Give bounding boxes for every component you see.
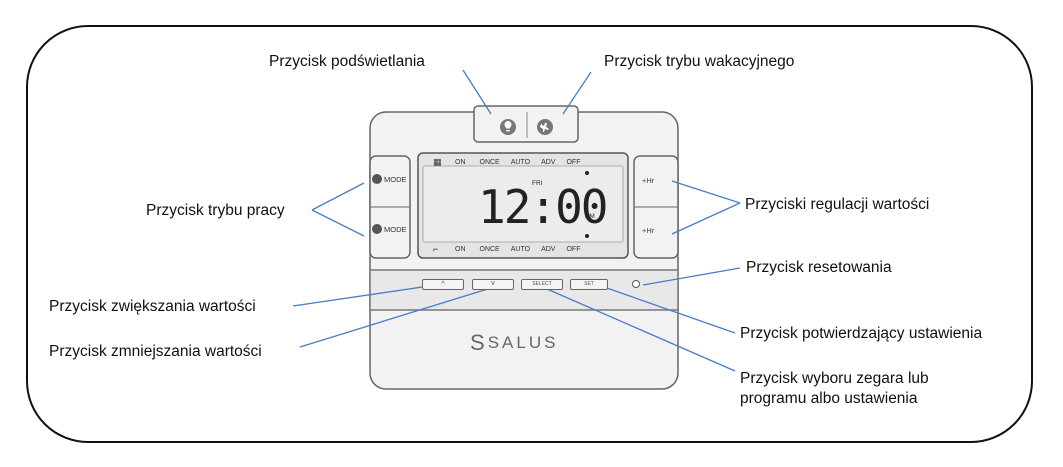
callout-select: Przycisk wyboru zegara lub programu albo… — [740, 369, 929, 409]
tap-icon — [372, 224, 382, 234]
lcd-bottom-mode: ADV — [541, 245, 556, 253]
callout-backlight: Przycisk podświetlania — [269, 53, 425, 70]
lcd-bottom-row: ⌐ ON ONCE AUTO ADV OFF — [433, 243, 618, 255]
plus-hr-button-bottom[interactable]: +Hr — [642, 226, 655, 235]
decrease-button[interactable]: v — [472, 279, 514, 290]
callout-reset: Przycisk resetowania — [746, 259, 892, 276]
select-button[interactable]: SELECT — [521, 279, 563, 290]
radiator-icon — [372, 174, 382, 184]
lcd-top-row: ▦ ON ONCE AUTO ADV OFF — [433, 156, 618, 168]
backlight-button[interactable] — [500, 119, 516, 135]
callout-adjust: Przyciski regulacji wartości — [745, 196, 930, 213]
lcd-top-mode: ADV — [541, 158, 556, 166]
holiday-button[interactable] — [537, 119, 553, 135]
callout-increase: Przycisk zwiększania wartości — [49, 298, 256, 315]
bulb-icon — [504, 121, 512, 132]
button-strip — [369, 269, 679, 311]
reset-button[interactable] — [632, 280, 640, 288]
plus-hr-button-top[interactable]: +Hr — [642, 176, 655, 185]
lcd-top-mode: AUTO — [510, 158, 531, 166]
brand-logo: S SALUS — [470, 332, 558, 354]
set-button[interactable]: SET — [570, 279, 608, 290]
callout-confirm: Przycisk potwierdzający ustawienia — [740, 325, 983, 342]
callout-select-line1: Przycisk wyboru zegara lub — [740, 370, 929, 387]
top-button-housing — [473, 105, 579, 143]
hot-water-mode-button[interactable]: MODE — [372, 222, 410, 236]
lcd-dot — [585, 234, 589, 238]
set-label: SET — [584, 281, 594, 287]
callout-holiday: Przycisk trybu wakacyjnego — [604, 53, 795, 70]
mode-label: MODE — [384, 174, 407, 184]
increase-button[interactable]: ^ — [422, 279, 464, 290]
lcd-bottom-mode: AUTO — [510, 245, 531, 253]
callout-decrease: Przycisk zmniejszania wartości — [49, 343, 262, 360]
hot-water-icon: ⌐ — [433, 244, 439, 254]
lcd-bottom-mode: OFF — [566, 245, 581, 253]
lcd-top-mode: ONCE — [479, 158, 500, 166]
select-label: SELECT — [532, 281, 552, 287]
brand-name: SALUS — [487, 333, 559, 352]
lcd-top-mode: ON — [455, 158, 466, 166]
down-arrow-icon: v — [491, 280, 495, 287]
mode-label: MODE — [384, 224, 407, 234]
lcd-top-mode: OFF — [566, 158, 581, 166]
heating-mode-button[interactable]: MODE — [372, 172, 410, 186]
diagram-frame — [26, 25, 1033, 443]
lcd-time: 12:00 — [478, 180, 608, 234]
up-arrow-icon: ^ — [441, 281, 445, 288]
callout-mode: Przycisk trybu pracy — [146, 202, 285, 219]
leader-lines — [292, 69, 741, 372]
lcd-day: FRI — [532, 180, 543, 187]
heating-icon: ▦ — [433, 156, 442, 167]
airplane-icon — [540, 123, 549, 132]
lcd-bottom-mode: ON — [455, 245, 466, 253]
lcd-dot — [585, 171, 589, 175]
lcd-bottom-mode: ONCE — [479, 245, 500, 253]
callout-select-line2: programu albo ustawienia — [740, 390, 918, 407]
salus-swirl-icon: S — [470, 330, 485, 355]
lcd-ampm: AM — [585, 213, 595, 220]
